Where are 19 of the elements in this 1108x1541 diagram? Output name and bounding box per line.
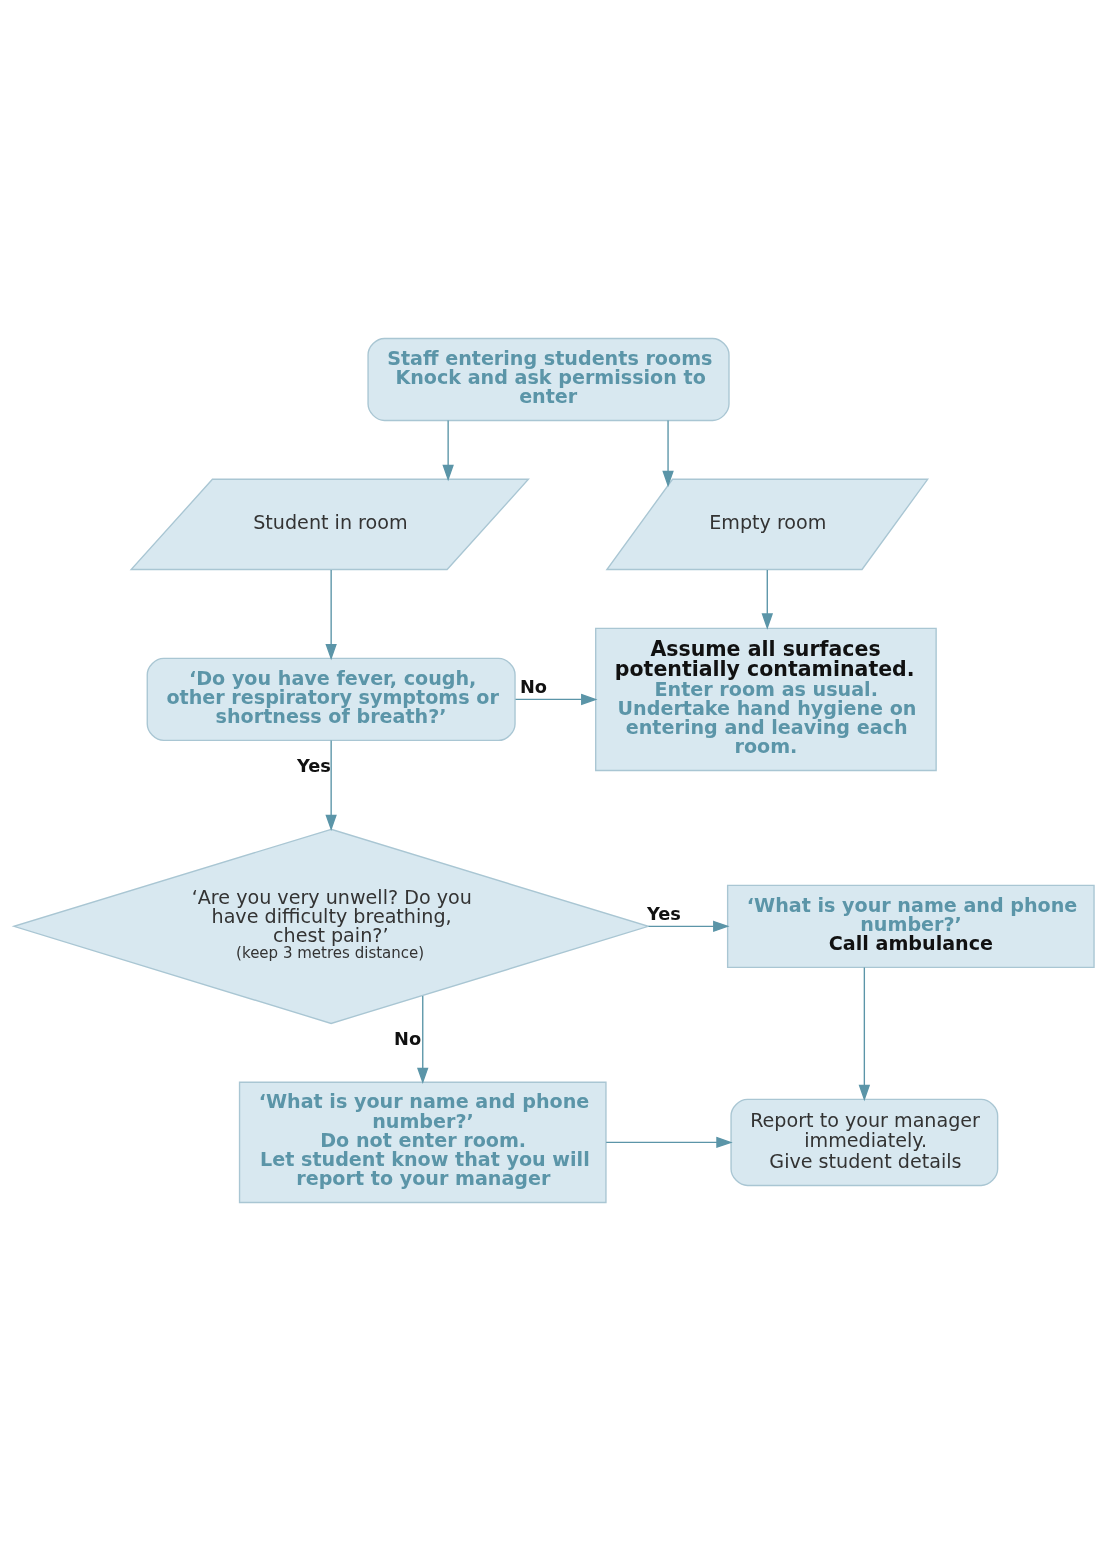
node-box: Assume all surfaces potentially contaminated. Enter room as usual. Undertake hand hygiene on entering and leaving each room. xyxy=(595,627,937,772)
arrow xyxy=(417,995,429,1085)
arrow xyxy=(325,739,337,832)
arrow xyxy=(647,920,730,933)
node-box: ‘What is your name and phone number?’ Do not enter room. Let student know that you will report to your manager xyxy=(238,1081,607,1204)
edge-label: No xyxy=(519,677,548,698)
node-box: Staff entering students rooms Knock and ask permission to enter xyxy=(367,337,730,422)
arrow xyxy=(662,419,674,488)
arrow xyxy=(605,1136,733,1149)
edge-label: No xyxy=(394,1028,422,1049)
arrow xyxy=(858,966,871,1102)
node-box: ‘Do you have fever, cough, other respiratory symptoms or shortness of breath?’ xyxy=(146,657,516,742)
edge-label: Yes xyxy=(296,755,331,776)
arrow xyxy=(761,569,774,630)
arrow xyxy=(442,419,454,482)
arrow xyxy=(514,693,598,706)
node-box: Report to your manager immediately. Give student details xyxy=(730,1098,999,1187)
arrow xyxy=(325,569,337,661)
node-box: ‘What is your name and phone number?’ Call ambulance xyxy=(726,884,1095,969)
